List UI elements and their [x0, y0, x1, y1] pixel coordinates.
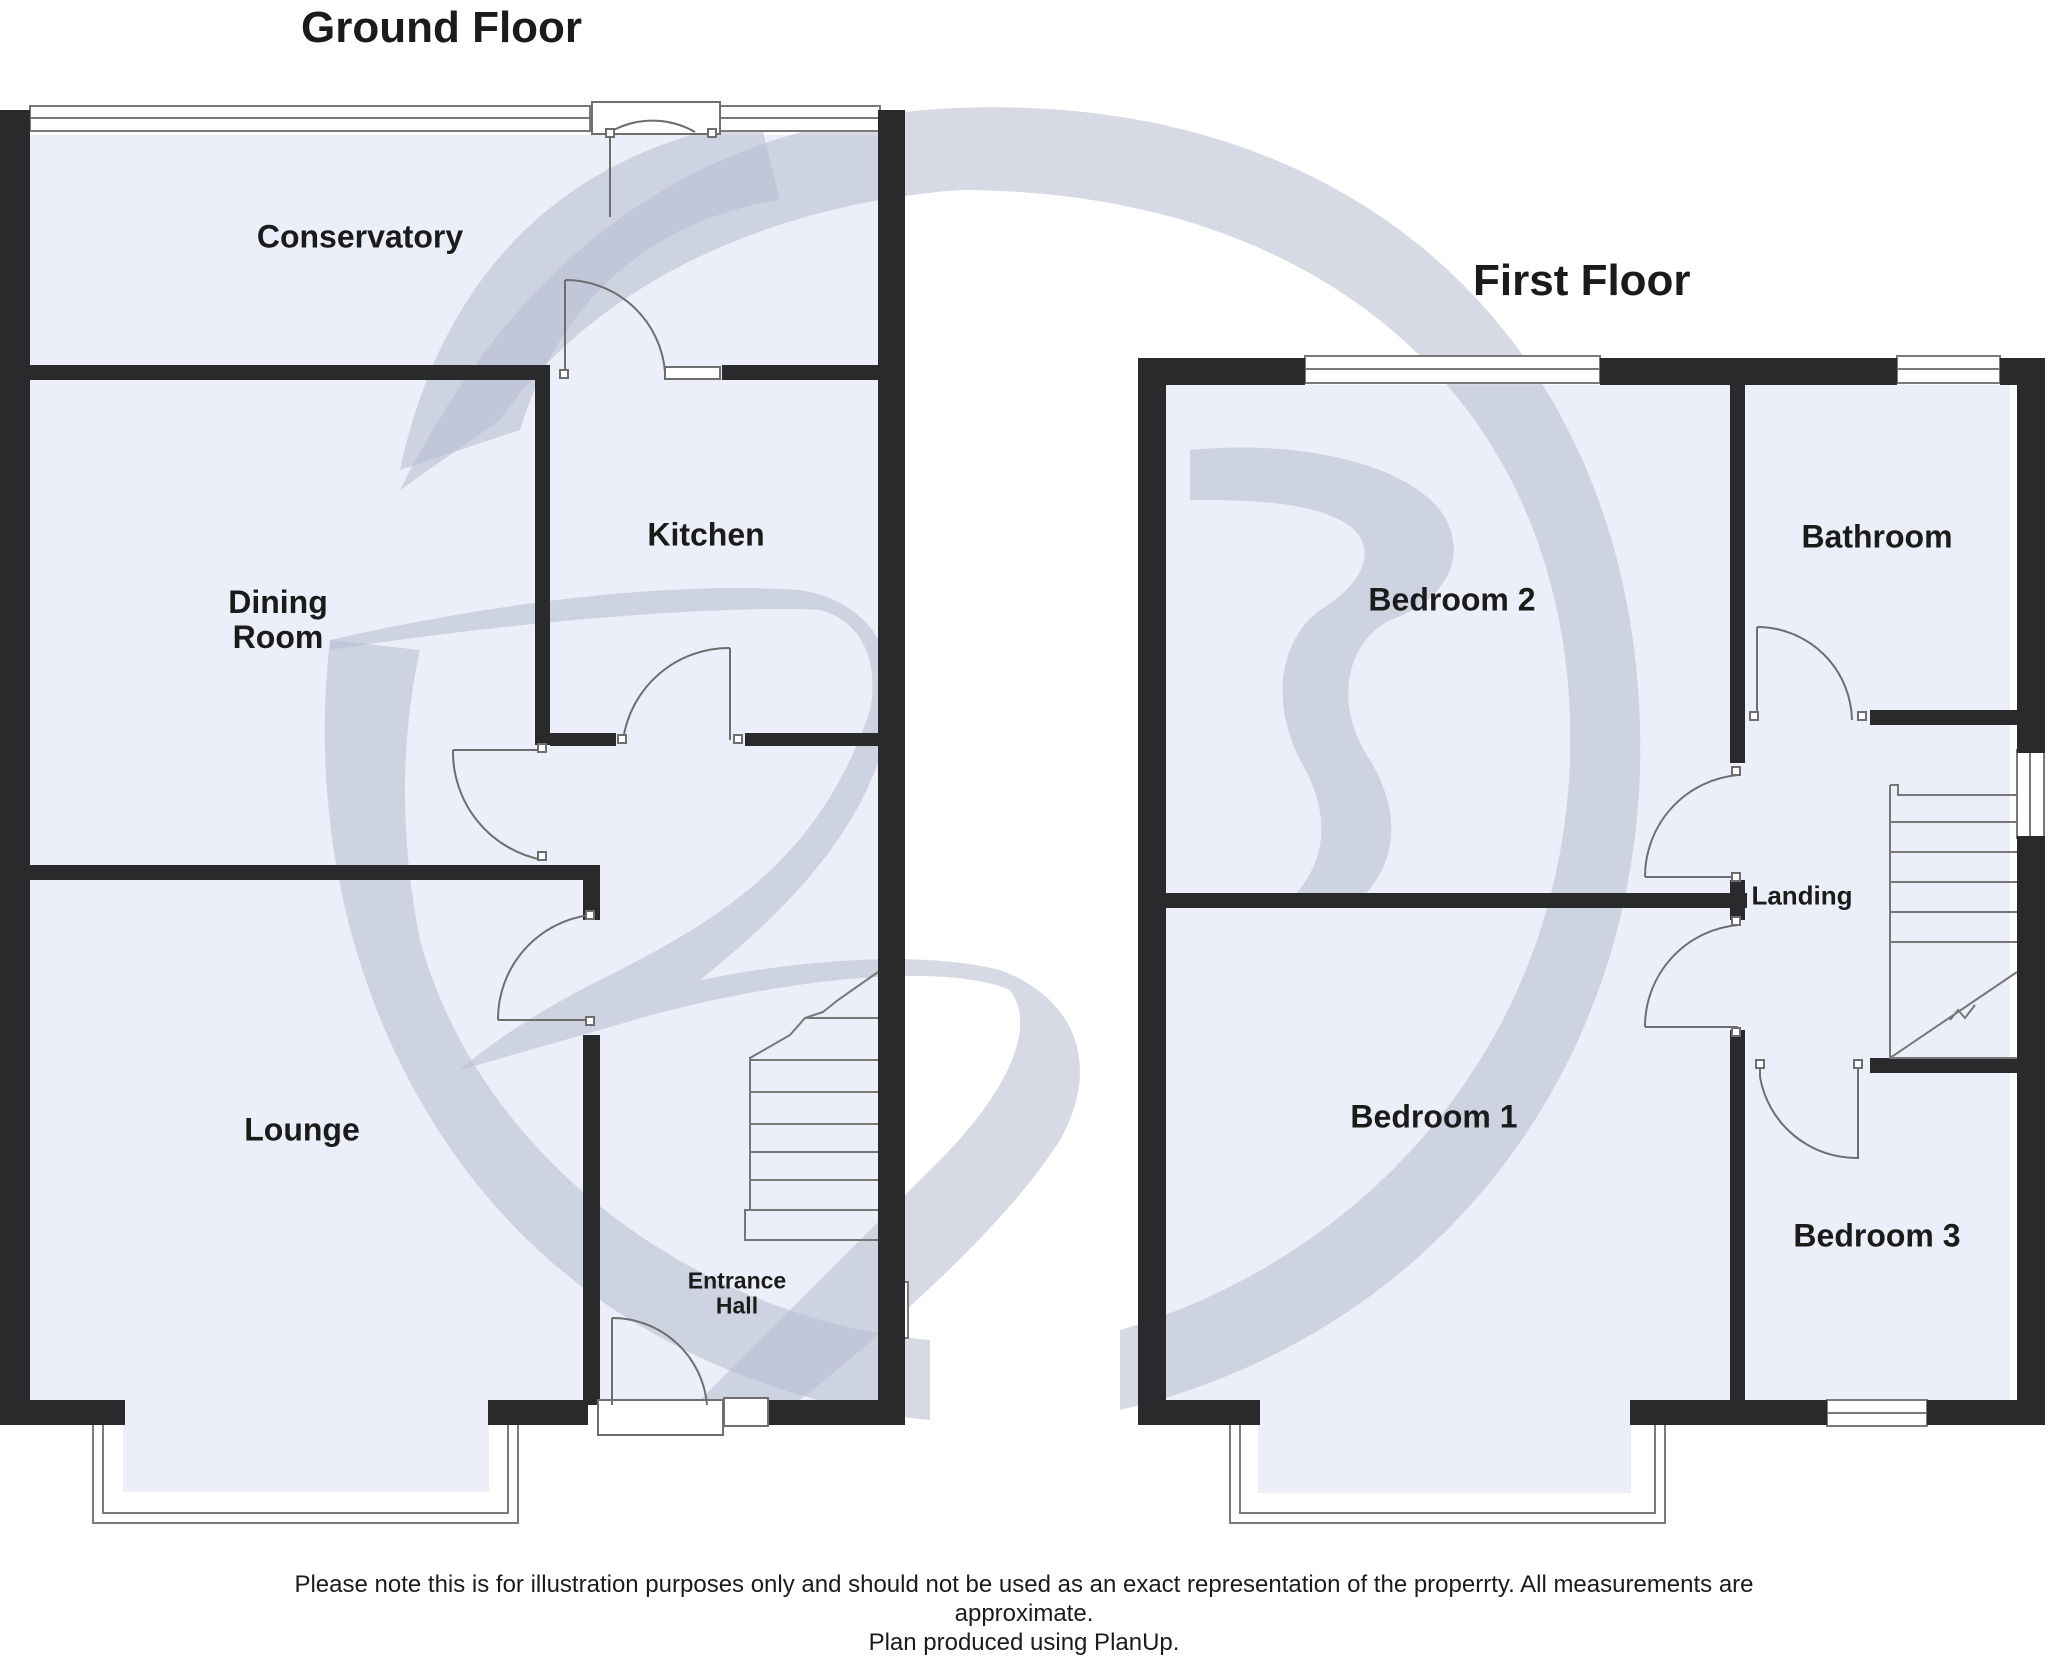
- room-label-dining-room: Dining Room: [228, 583, 328, 655]
- disclaimer-note: Please note this is for illustration pur…: [200, 1570, 1848, 1657]
- room-label-landing: Landing: [1751, 880, 1853, 911]
- disclaimer-line-1: Please note this is for illustration pur…: [294, 1571, 1754, 1598]
- windows: [29, 105, 2045, 1524]
- walls: [0, 110, 2045, 1425]
- disclaimer-line-2: approximate.: [954, 1600, 1094, 1627]
- room-label-conservatory: Conservatory: [256, 218, 464, 255]
- room-label-bedroom-1: Bedroom 1: [1350, 1098, 1518, 1135]
- plan-credit: Plan produced using PlanUp.: [868, 1629, 1180, 1656]
- room-fills: [30, 135, 2010, 1493]
- room-label-lounge: Lounge: [244, 1111, 360, 1148]
- room-label-bedroom-2: Bedroom 2: [1368, 581, 1536, 618]
- first-floor-title: First Floor: [1473, 256, 1691, 305]
- staircase: [744, 784, 2018, 1241]
- ground-floor-title: Ground Floor: [301, 3, 583, 52]
- room-label-bathroom: Bathroom: [1801, 518, 1953, 555]
- room-label-bedroom-3: Bedroom 3: [1793, 1217, 1961, 1254]
- room-label-kitchen: Kitchen: [647, 516, 765, 553]
- room-label-entrance-hall: Entrance Hall: [687, 1267, 787, 1319]
- watermark-logo: [324, 107, 1641, 1420]
- doors: [451, 101, 1867, 1436]
